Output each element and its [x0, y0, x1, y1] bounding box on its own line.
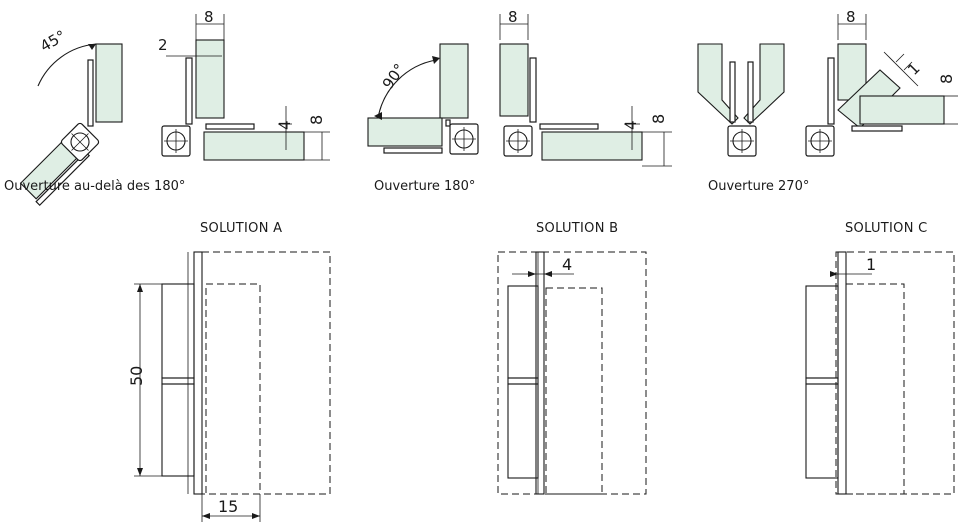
hinge-leaf-top: [805, 285, 839, 379]
solution-a-label: SOLUTION A: [200, 221, 282, 236]
solution-c-label: SOLUTION C: [845, 221, 928, 236]
caption-270: Ouverture 270°: [708, 179, 809, 194]
angle-90-label: 90°: [379, 60, 409, 92]
dim-height-50: 50: [127, 366, 146, 386]
outer-glass-outline: [201, 251, 331, 495]
outer-glass-outline: [835, 251, 955, 495]
vertical-glass: [439, 43, 469, 119]
inner-glass-outline: [845, 283, 905, 495]
inner-glass-outline: [205, 283, 261, 495]
hinge-knuckle-gap: [507, 377, 539, 385]
horizontal-glass-left: [367, 117, 443, 147]
angle-arc: [377, 59, 437, 119]
dim-width-8-b: 8: [508, 8, 518, 26]
hinge-leaf-bottom: [805, 383, 839, 479]
solution-a-drawing: 50 15: [127, 251, 331, 522]
horizontal-glass: [859, 95, 945, 125]
horizontal-glass: [203, 131, 305, 161]
fig-opening-270: Ouverture 270°: [697, 43, 809, 194]
horizontal-plate: [205, 123, 255, 130]
vertical-plate: [185, 57, 193, 125]
fixed-plate: [87, 59, 94, 127]
hinge-leaf-top: [161, 283, 195, 379]
dim-gap-1-c: 1: [904, 59, 923, 78]
hinge-leaf-bottom: [507, 383, 539, 479]
angle-45-label: 45°: [37, 27, 69, 56]
horizontal-glass: [541, 131, 643, 161]
vertical-plate: [827, 57, 835, 125]
caption-180: Ouverture 180°: [374, 179, 475, 194]
glass-edge: [193, 251, 203, 495]
fig-opening-180-closed: 8 4 8: [499, 8, 672, 167]
glass-edge: [837, 251, 847, 495]
vertical-glass: [499, 43, 529, 117]
right-glass: [743, 43, 785, 125]
solution-b-label: SOLUTION B: [536, 221, 618, 236]
caption-beyond-180: Ouverture au-delà des 180°: [4, 179, 185, 194]
glass-edge: [535, 251, 545, 495]
dim-thick-8-b: 8: [649, 114, 668, 124]
solution-b-drawing: 4: [497, 251, 647, 495]
vertical-glass: [195, 39, 225, 119]
fig-opening-180: 90° Ouverture 180°: [367, 43, 479, 194]
fig-opening-beyond-180-closed: 8 2 4 8: [158, 8, 330, 161]
dim-offset-4-a: 4: [276, 120, 294, 130]
left-glass: [697, 43, 739, 125]
fixed-glass: [95, 43, 123, 123]
dim-offset-4-b: 4: [622, 120, 640, 130]
dim-thick-8-c: 8: [937, 74, 956, 84]
vertical-plate: [529, 57, 537, 123]
hinge-leaf-bottom: [161, 383, 195, 477]
horizontal-plate: [539, 123, 599, 130]
inner-glass-outline: [545, 287, 603, 495]
angle-arc: [37, 43, 97, 87]
horizontal-plate: [851, 125, 903, 132]
hinge-knuckle-gap: [161, 377, 195, 385]
dim-thick-8-a: 8: [307, 115, 326, 125]
dim-gap-1: 1: [866, 255, 876, 274]
dim-width-15: 15: [218, 497, 238, 516]
hinge-leaf-top: [507, 285, 539, 379]
dim-width-8-a: 8: [204, 8, 214, 26]
fig-opening-beyond-180: 45° Ouverture au-delà des 180°: [4, 27, 185, 207]
dim-gap-4: 4: [562, 255, 572, 274]
dim-gap-2: 2: [158, 36, 168, 54]
dim-width-8-c: 8: [846, 8, 856, 26]
horizontal-plate-left: [383, 147, 443, 154]
rotated-hinge-knuckle: [60, 122, 100, 162]
hinge-knuckle-gap: [805, 377, 839, 385]
solution-c-drawing: 1: [805, 251, 955, 495]
fig-opening-270-closed: 8 1 8: [805, 8, 958, 157]
